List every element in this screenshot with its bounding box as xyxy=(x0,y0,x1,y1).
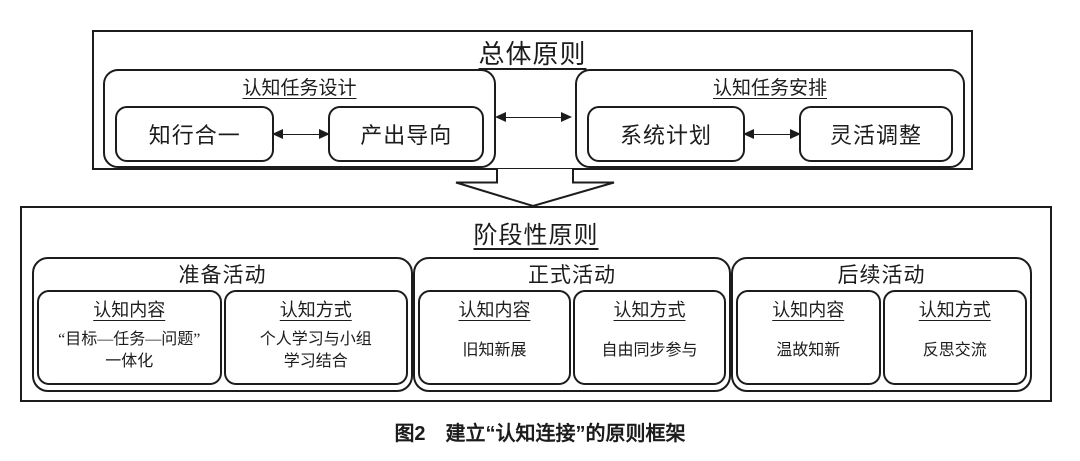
down-arrow-icon xyxy=(455,169,615,208)
cognitive-mode-title: 认知方式 xyxy=(279,300,352,320)
followup-boxes-row: 认知内容 温故知新 认知方式 反思交流 xyxy=(733,290,1030,390)
cognitive-mode-text: 反思交流 xyxy=(922,342,987,360)
cognitive-task-design-group: 认知任务设计 知行合一 产出导向 xyxy=(103,69,496,168)
cognitive-content-title: 认知内容 xyxy=(458,300,531,320)
phase-title-followup: 后续活动 xyxy=(837,263,926,287)
double-arrow-icon xyxy=(742,128,801,139)
principle-label: 系统计划 xyxy=(619,123,712,148)
cognitive-mode-title: 认知方式 xyxy=(918,300,991,320)
double-arrow-icon xyxy=(495,112,572,123)
principle-label: 产出导向 xyxy=(360,123,453,148)
cognitive-content-box: 认知内容 “目标—任务—问题” 一体化 xyxy=(37,290,222,385)
principle-box-flexible-adjustment: 灵活调整 xyxy=(798,106,953,162)
double-arrow-icon xyxy=(272,128,331,139)
cognitive-content-box: 认知内容 温故知新 xyxy=(736,290,881,385)
principle-box-output-oriented: 产出导向 xyxy=(328,106,484,162)
principle-label: 灵活调整 xyxy=(829,123,922,148)
principle-label: 知行合一 xyxy=(148,123,241,148)
cognitive-mode-text: 自由同步参与 xyxy=(601,342,698,360)
phase-group-formal: 正式活动 认知内容 旧知新展 认知方式 自由同步参与 xyxy=(413,257,731,392)
cognitive-task-arrangement-title: 认知任务安排 xyxy=(712,78,827,99)
overall-principles-title: 总体原则 xyxy=(478,40,587,69)
phase-principles-panel: 阶段性原则 准备活动 认知内容 “目标—任务—问题” 一体化 认知方式 个人学习… xyxy=(20,206,1052,402)
phase-title-formal: 正式活动 xyxy=(528,263,616,287)
cognitive-content-text: 温故知新 xyxy=(776,342,841,360)
formal-boxes-row: 认知内容 旧知新展 认知方式 自由同步参与 xyxy=(415,290,729,390)
phase-group-preparation: 准备活动 认知内容 “目标—任务—问题” 一体化 认知方式 个人学习与小组 学习… xyxy=(32,257,413,392)
cognitive-mode-box: 认知方式 反思交流 xyxy=(882,290,1027,385)
cognitive-content-text: “目标—任务—问题” 一体化 xyxy=(58,331,201,370)
task-design-items-row: 知行合一 产出导向 xyxy=(105,105,494,163)
principle-box-unity-of-knowing-doing: 知行合一 xyxy=(115,106,275,162)
principle-box-systematic-planning: 系统计划 xyxy=(587,106,745,162)
cognitive-content-title: 认知内容 xyxy=(93,300,166,320)
phase-title-preparation: 准备活动 xyxy=(178,263,267,287)
preparation-boxes-row: 认知内容 “目标—任务—问题” 一体化 认知方式 个人学习与小组 学习结合 xyxy=(34,290,411,390)
cognitive-content-box: 认知内容 旧知新展 xyxy=(418,290,571,385)
task-arrangement-items-row: 系统计划 灵活调整 xyxy=(577,105,963,163)
cognitive-mode-text: 个人学习与小组 学习结合 xyxy=(259,331,372,370)
figure-caption: 图2 建立“认知连接”的原则框架 xyxy=(394,423,686,445)
phase-principles-title: 阶段性原则 xyxy=(473,223,599,249)
overall-principles-panel: 总体原则 认知任务设计 知行合一 产出导向 认知任务安排 系统计划 xyxy=(92,30,973,170)
cognitive-task-design-title: 认知任务设计 xyxy=(242,78,357,99)
cognitive-content-text: 旧知新展 xyxy=(462,342,527,360)
cognitive-mode-box: 认知方式 自由同步参与 xyxy=(573,290,726,385)
cognitive-mode-title: 认知方式 xyxy=(613,300,686,320)
phase-group-followup: 后续活动 认知内容 温故知新 认知方式 反思交流 xyxy=(731,257,1032,392)
cognitive-content-title: 认知内容 xyxy=(772,300,845,320)
cognitive-task-arrangement-group: 认知任务安排 系统计划 灵活调整 xyxy=(575,69,965,168)
cognitive-mode-box: 认知方式 个人学习与小组 学习结合 xyxy=(223,290,408,385)
